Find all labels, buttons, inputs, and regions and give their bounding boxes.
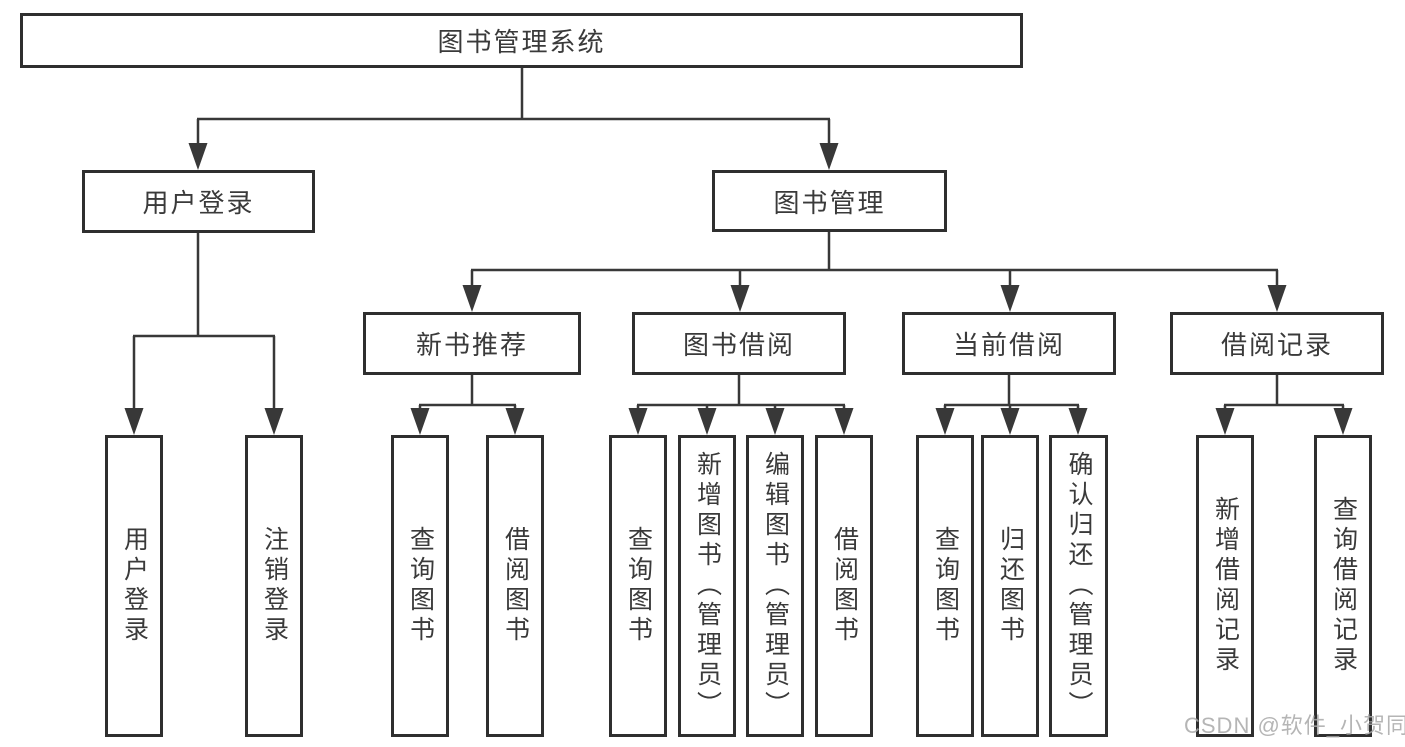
arrowhead [462, 285, 482, 312]
arrowhead [410, 408, 430, 435]
arrowhead [819, 143, 839, 170]
csdn-watermark: CSDN @软件_小贺同学 [1184, 713, 1405, 738]
arrowhead [1215, 408, 1235, 435]
node-new-book-recommendation: 新书推荐 [363, 312, 581, 375]
arrowhead [935, 408, 955, 435]
connector-new-book-to-leaves [418, 375, 517, 412]
leaf-newbook-query-books: 查询图书 [391, 435, 449, 737]
leaf-borrowing-borrow-books: 借阅图书 [815, 435, 873, 737]
connector-user-login-to-leaves [132, 233, 276, 412]
arrowhead [505, 408, 525, 435]
arrowhead [188, 143, 208, 170]
arrowhead [1267, 285, 1287, 312]
node-user-login: 用户登录 [82, 170, 315, 233]
arrowhead [1000, 408, 1020, 435]
arrowhead [697, 408, 717, 435]
node-library-management-system: 图书管理系统 [20, 13, 1023, 68]
connector-borrow-record-to-leaves [1223, 375, 1345, 412]
leaf-records-add-borrow-record: 新增借阅记录 [1196, 435, 1254, 737]
leaf-user-login: 用户登录 [105, 435, 163, 737]
arrowhead [1000, 285, 1020, 312]
connector-book-mgmt-to-level2 [470, 232, 1279, 289]
arrowhead [730, 285, 750, 312]
node-book-borrowing: 图书借阅 [632, 312, 846, 375]
leaf-borrowing-edit-books-admin: 编辑图书（管理员） [746, 435, 804, 737]
leaf-current-return-books: 归还图书 [981, 435, 1039, 737]
leaf-borrowing-add-books-admin: 新增图书（管理员） [678, 435, 736, 737]
leaf-current-confirm-return-admin: 确认归还（管理员） [1049, 435, 1108, 737]
node-book-management: 图书管理 [712, 170, 947, 232]
node-borrowing-records: 借阅记录 [1170, 312, 1384, 375]
arrowhead [1068, 408, 1088, 435]
connector-root-to-level1 [196, 68, 831, 148]
node-current-borrowing: 当前借阅 [902, 312, 1116, 375]
connector-current-borrow-to-leaves [943, 375, 1080, 412]
leaf-logout: 注销登录 [245, 435, 303, 737]
leaf-records-query-borrow-record: 查询借阅记录 [1314, 435, 1372, 737]
leaf-borrowing-query-books: 查询图书 [609, 435, 667, 737]
leaf-newbook-borrow-books: 借阅图书 [486, 435, 544, 737]
leaf-current-query-books: 查询图书 [916, 435, 974, 737]
arrowhead [765, 408, 785, 435]
arrowhead [628, 408, 648, 435]
arrowhead [264, 408, 284, 435]
arrowhead [834, 408, 854, 435]
arrowhead [1333, 408, 1353, 435]
connector-book-borrow-to-leaves [636, 375, 846, 412]
arrowhead [124, 408, 144, 435]
